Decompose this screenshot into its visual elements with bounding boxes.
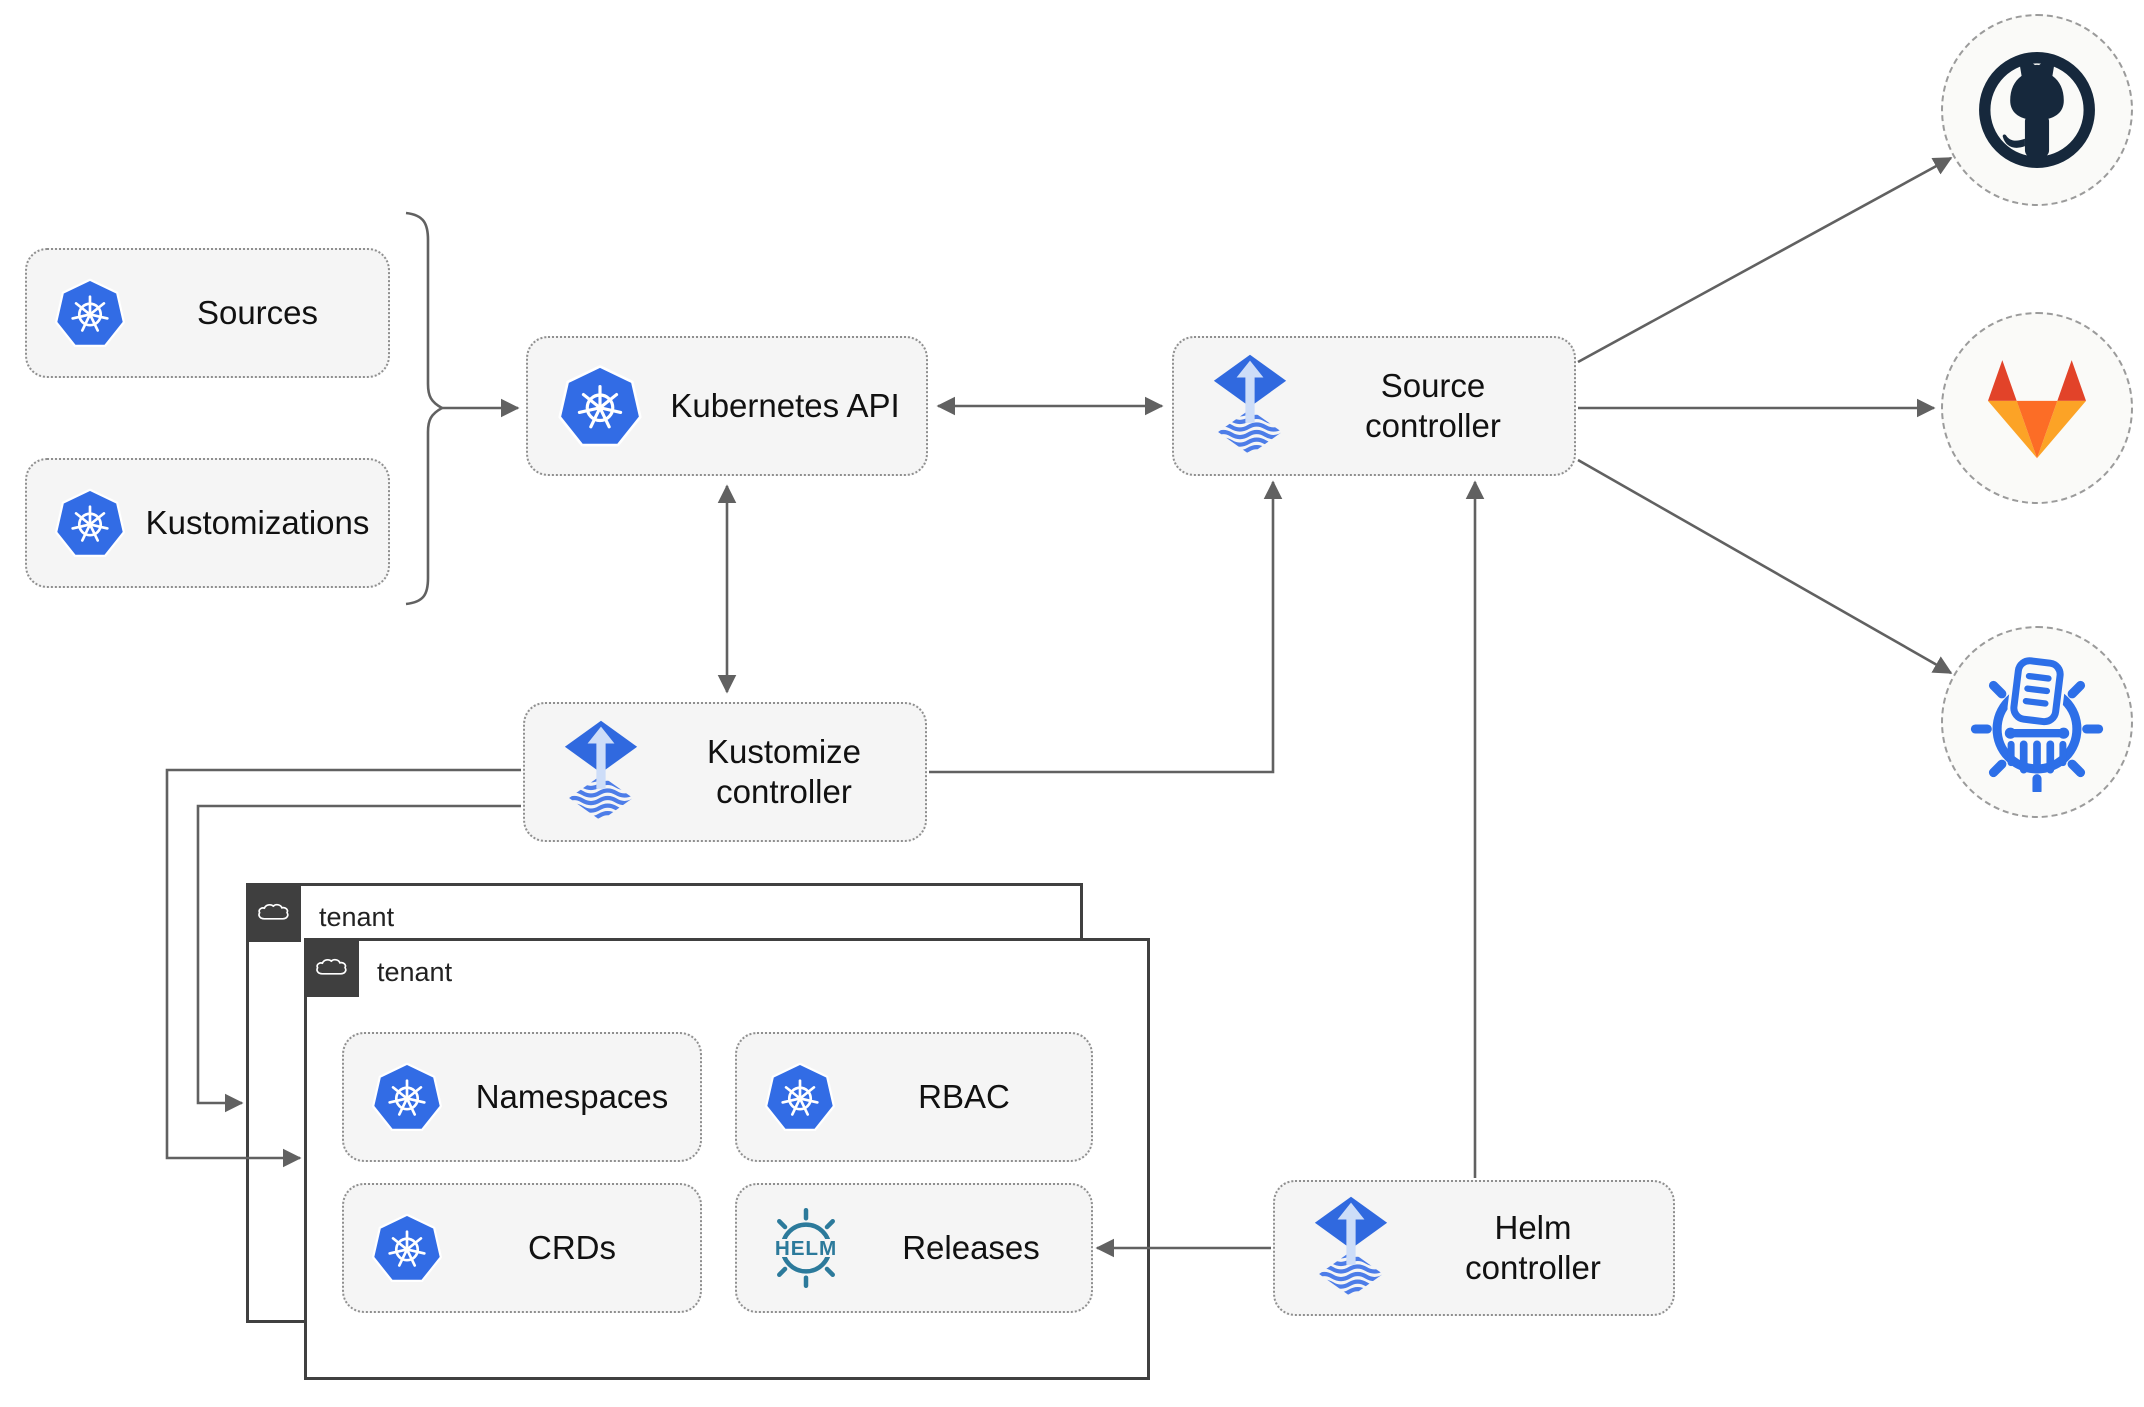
kubernetes-icon — [763, 1060, 837, 1134]
namespaces-node: Namespaces — [342, 1032, 702, 1162]
flux-icon — [1208, 353, 1292, 459]
crds-node: CRDs — [342, 1183, 702, 1313]
tenant-inner-badge — [304, 938, 359, 997]
helm-controller-node: Helm controller — [1273, 1180, 1675, 1316]
source-controller-node: Source controller — [1172, 336, 1576, 476]
rbac-label: RBAC — [918, 1077, 1010, 1115]
tenant-outer-label: tenant — [319, 902, 395, 932]
source-controller-label: Source controller — [1365, 366, 1501, 444]
cloud-icon — [313, 955, 350, 980]
releases-label: Releases — [902, 1228, 1040, 1266]
kubernetes-icon — [370, 1211, 444, 1285]
rbac-node: RBAC — [735, 1032, 1093, 1162]
tenant-inner-label: tenant — [377, 957, 453, 987]
kubernetes-icon — [556, 362, 644, 450]
kustomizations-label: Kustomizations — [145, 503, 370, 541]
brace-sources-group — [405, 211, 445, 606]
sources-label: Sources — [196, 293, 319, 331]
kubernetes-icon — [53, 486, 127, 560]
kustomize-controller-label: Kustomize controller — [706, 732, 862, 810]
kustomize-controller-node: Kustomize controller — [523, 702, 927, 842]
namespaces-label: Namespaces — [475, 1077, 669, 1115]
arrow-kustomize-to-source — [929, 480, 1283, 774]
kubernetes-api-node: Kubernetes API — [526, 336, 928, 476]
flux-icon — [1309, 1195, 1393, 1301]
gitlab-icon — [1977, 353, 2097, 463]
kubernetes-icon — [53, 276, 127, 350]
helm-logo-text: HELM — [775, 1237, 837, 1260]
kubernetes-api-label: Kubernetes API — [670, 386, 900, 424]
tenant-outer-badge — [246, 883, 301, 942]
helm-controller-label: Helm controller — [1465, 1208, 1601, 1286]
github-icon — [1970, 43, 2104, 177]
github-endpoint — [1941, 14, 2133, 206]
flux-icon — [559, 719, 643, 825]
arrow-source-to-github — [1577, 156, 1953, 364]
cloud-icon — [255, 900, 292, 925]
chartmuseum-icon — [1967, 652, 2107, 792]
kustomizations-node: Kustomizations — [25, 458, 390, 588]
kubernetes-icon — [370, 1060, 444, 1134]
arrow-source-to-chartmuseum — [1577, 458, 1953, 675]
chartmuseum-endpoint — [1941, 626, 2133, 818]
crds-label: CRDs — [528, 1228, 616, 1266]
helm-icon: HELM — [761, 1203, 851, 1293]
sources-node: Sources — [25, 248, 390, 378]
gitlab-endpoint — [1941, 312, 2133, 504]
releases-node: HELM Releases — [735, 1183, 1093, 1313]
